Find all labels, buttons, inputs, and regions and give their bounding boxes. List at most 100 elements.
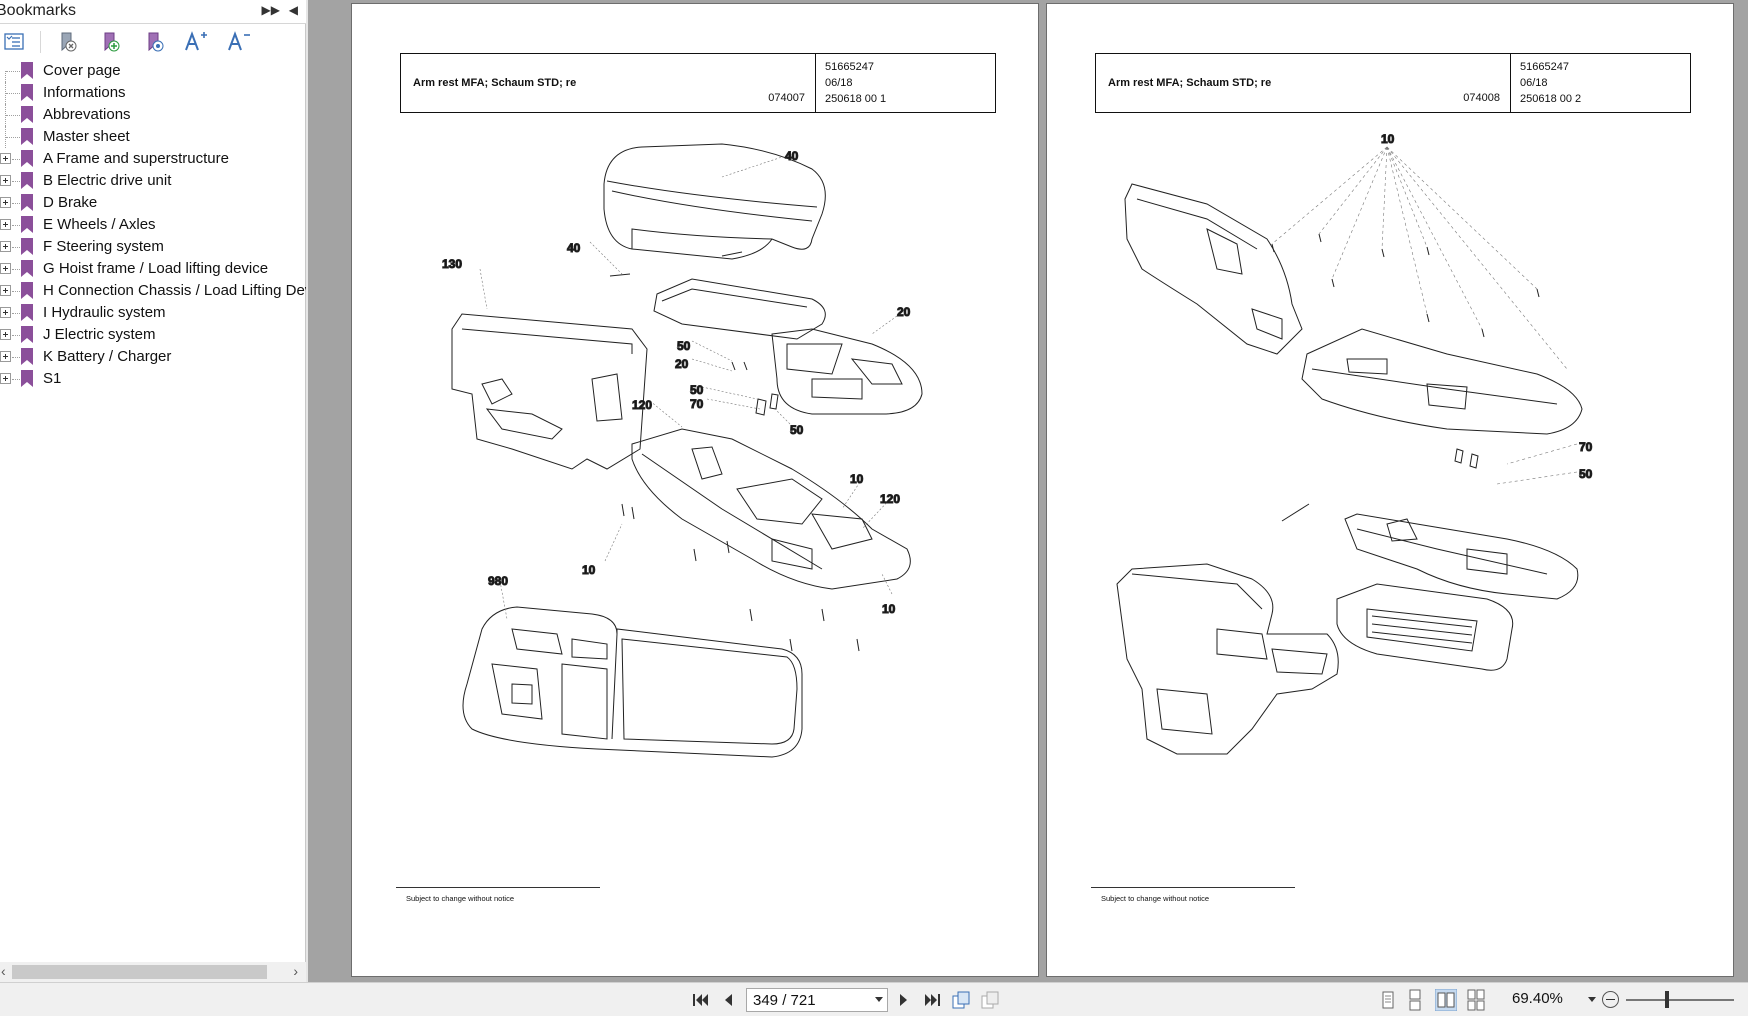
callout-label: 70 bbox=[690, 397, 704, 411]
bookmark-item[interactable]: G Hoist frame / Load lifting device bbox=[0, 258, 306, 280]
exploded-view-drawing: 40 40 130 20 50 20 50 70 50 120 10 120 1… bbox=[442, 143, 923, 758]
bookmark-item[interactable]: A Frame and superstructure bbox=[0, 148, 306, 170]
expand-icon[interactable] bbox=[0, 373, 11, 384]
exploded-view-drawing: 10 70 50 bbox=[1116, 132, 1593, 755]
drawing-title: Arm rest MFA; Schaum STD; re bbox=[1108, 77, 1272, 89]
armrest-tray-part bbox=[1301, 328, 1583, 435]
decrease-text-size-icon[interactable] bbox=[226, 29, 252, 55]
two-page-icon[interactable] bbox=[1435, 989, 1457, 1011]
bookmark-item[interactable]: Abbrevations bbox=[0, 104, 306, 126]
bookmark-item[interactable]: D Brake bbox=[0, 192, 306, 214]
tree-connector bbox=[6, 71, 20, 72]
expand-icon[interactable] bbox=[0, 241, 11, 252]
scroll-left-icon[interactable]: ‹ bbox=[1, 963, 6, 979]
horizontal-scrollbar[interactable]: ‹ › bbox=[0, 962, 306, 982]
bookmark-icon bbox=[21, 106, 33, 123]
single-page-icon[interactable] bbox=[1377, 989, 1399, 1011]
bookmark-properties-icon[interactable] bbox=[141, 29, 167, 55]
bookmark-icon bbox=[21, 370, 33, 387]
expand-icon[interactable] bbox=[0, 175, 11, 186]
bookmark-item[interactable]: K Battery / Charger bbox=[0, 346, 306, 368]
part-number: 51665247 bbox=[1520, 61, 1569, 73]
revision-date: 06/18 bbox=[825, 77, 853, 89]
bookmark-icon bbox=[21, 238, 33, 255]
armrest-housing-part bbox=[1124, 183, 1303, 355]
zoom-out-icon[interactable] bbox=[1602, 991, 1619, 1008]
zoom-slider-thumb[interactable] bbox=[1665, 991, 1669, 1008]
callout-label: 50 bbox=[677, 339, 691, 353]
callout-label: 120 bbox=[632, 398, 652, 412]
first-page-icon[interactable] bbox=[691, 990, 711, 1010]
chevron-down-icon[interactable] bbox=[875, 997, 883, 1002]
tree-connector bbox=[5, 71, 6, 82]
bookmark-label: Master sheet bbox=[43, 128, 130, 145]
document-view[interactable]: Arm rest MFA; Schaum STD; re 074007 5166… bbox=[308, 0, 1748, 982]
expand-icon[interactable] bbox=[0, 329, 11, 340]
bookmark-icon bbox=[21, 260, 33, 277]
leader-lines bbox=[479, 156, 898, 620]
bookmark-label: G Hoist frame / Load lifting device bbox=[43, 260, 269, 277]
bookmark-item[interactable]: B Electric drive unit bbox=[0, 170, 306, 192]
tree-connector bbox=[12, 357, 20, 358]
bookmark-item[interactable]: I Hydraulic system bbox=[0, 302, 306, 324]
navigation-toolbar: 349 / 721 69.40% bbox=[0, 982, 1748, 1016]
page-indicator: 349 / 721 bbox=[753, 992, 816, 1009]
double-chevron-right-icon[interactable]: ▶▶ bbox=[261, 3, 280, 17]
footer-rule bbox=[396, 887, 600, 888]
callout-label: 20 bbox=[675, 357, 689, 371]
armrest-base-part bbox=[462, 606, 803, 758]
next-page-icon[interactable] bbox=[893, 990, 913, 1010]
bookmark-item[interactable]: Informations bbox=[0, 82, 306, 104]
expand-icon[interactable] bbox=[0, 285, 11, 296]
bookmark-icon bbox=[21, 282, 33, 299]
armrest-housing-part bbox=[451, 313, 648, 470]
chevron-down-icon[interactable] bbox=[1588, 997, 1596, 1002]
last-page-icon[interactable] bbox=[922, 990, 942, 1010]
expand-icon[interactable] bbox=[0, 153, 11, 164]
expand-icon[interactable] bbox=[0, 197, 11, 208]
tree-connector bbox=[12, 379, 20, 380]
bookmark-icon bbox=[21, 216, 33, 233]
bookmarks-panel: Bookmarks ▶▶ ◀ bbox=[0, 0, 316, 982]
increase-text-size-icon[interactable] bbox=[183, 29, 209, 55]
pdf-page: Arm rest MFA; Schaum STD; re 074007 5166… bbox=[351, 3, 1039, 977]
continuous-page-icon[interactable] bbox=[1404, 989, 1426, 1011]
tree-connector bbox=[5, 126, 6, 148]
page-number-input[interactable]: 349 / 721 bbox=[746, 988, 888, 1012]
expand-icon[interactable] bbox=[0, 263, 11, 274]
bookmark-item[interactable]: H Connection Chassis / Load Lifting Devi bbox=[0, 280, 316, 302]
bookmark-icon bbox=[21, 326, 33, 343]
scrollbar-thumb[interactable] bbox=[12, 965, 267, 979]
tree-connector bbox=[5, 104, 6, 126]
zoom-slider[interactable] bbox=[1626, 999, 1734, 1001]
footer-rule bbox=[1091, 887, 1295, 888]
previous-page-icon[interactable] bbox=[719, 990, 739, 1010]
callout-label: 980 bbox=[488, 574, 508, 588]
zoom-level[interactable]: 69.40% bbox=[1512, 990, 1563, 1007]
bookmark-item[interactable]: F Steering system bbox=[0, 236, 306, 258]
bookmark-item[interactable]: J Electric system bbox=[0, 324, 306, 346]
expand-bookmark-icon[interactable] bbox=[2, 29, 28, 55]
bookmark-item[interactable]: Cover page bbox=[0, 60, 306, 82]
tree-connector bbox=[12, 335, 20, 336]
bookmark-item[interactable]: E Wheels / Axles bbox=[0, 214, 306, 236]
next-view-icon[interactable] bbox=[980, 990, 1000, 1010]
armrest-tray-part bbox=[653, 278, 923, 415]
two-page-continuous-icon[interactable] bbox=[1465, 989, 1487, 1011]
expand-icon[interactable] bbox=[0, 351, 11, 362]
callout-label: 10 bbox=[582, 563, 596, 577]
add-bookmark-icon[interactable] bbox=[97, 29, 123, 55]
triangle-left-icon[interactable]: ◀ bbox=[288, 3, 298, 17]
armrest-cushion-part bbox=[603, 143, 826, 260]
bookmark-label: Informations bbox=[43, 84, 126, 101]
panel-splitter[interactable] bbox=[306, 0, 308, 982]
tree-connector bbox=[12, 291, 20, 292]
assembled-armrest-part bbox=[1116, 563, 1339, 755]
expand-icon[interactable] bbox=[0, 219, 11, 230]
previous-view-icon[interactable] bbox=[951, 990, 971, 1010]
expand-icon[interactable] bbox=[0, 307, 11, 318]
bookmark-item[interactable]: S1 bbox=[0, 368, 306, 390]
bookmark-item[interactable]: Master sheet bbox=[0, 126, 306, 148]
delete-bookmark-icon[interactable] bbox=[54, 29, 80, 55]
scroll-right-icon[interactable]: › bbox=[293, 963, 298, 979]
